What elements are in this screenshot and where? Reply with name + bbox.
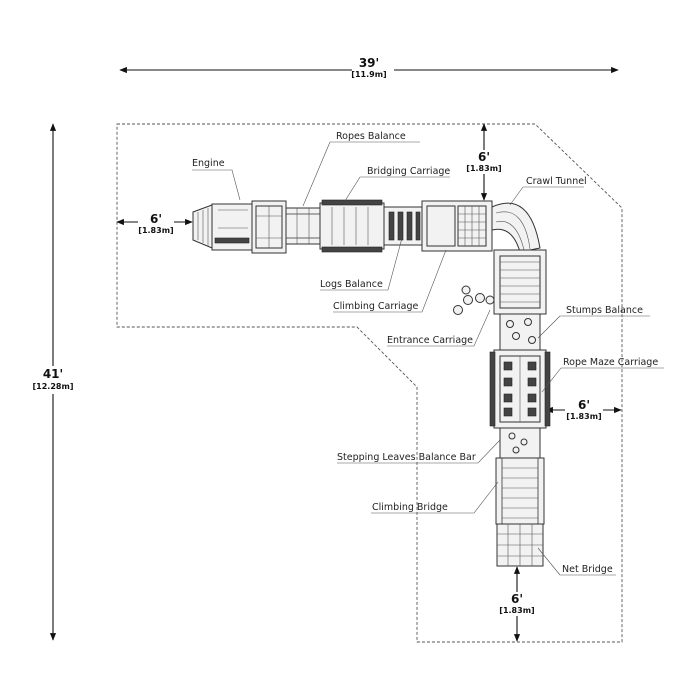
label-engine: Engine: [192, 158, 225, 169]
clear-top-ft: 6': [478, 150, 490, 164]
label-entrance-carriage: Entrance Carriage: [387, 335, 473, 346]
clear-left-dimension: 6' [1.83m]: [116, 212, 193, 236]
label-logs-balance: Logs Balance: [320, 279, 383, 290]
clear-left-ft: 6': [150, 212, 162, 226]
clear-top-m: [1.83m]: [466, 164, 501, 173]
leader-lines: [192, 141, 664, 576]
label-stumps-balance: Stumps Balance: [566, 305, 643, 316]
width-m: [11.9m]: [351, 70, 386, 79]
clear-right-m: [1.83m]: [566, 412, 601, 421]
safety-zone-boundary: [116, 123, 623, 643]
clear-bottom-dimension: 6' [1.83m]: [499, 566, 537, 642]
clear-right-dimension: 6' [1.83m]: [545, 398, 622, 422]
vertical-train: [489, 249, 551, 567]
width-dimension: 39' [11.9m]: [119, 56, 619, 80]
label-ropes-balance: Ropes Balance: [336, 131, 406, 142]
crawl-tunnel-shape: [491, 202, 541, 253]
label-crawl-tunnel: Crawl Tunnel: [526, 176, 587, 187]
stepping-stones: [453, 285, 495, 315]
clear-bottom-m: [1.83m]: [499, 606, 534, 615]
label-climbing-bridge: Climbing Bridge: [372, 502, 448, 513]
label-rope-maze-carriage: Rope Maze Carriage: [563, 357, 658, 368]
label-bridging-carriage: Bridging Carriage: [367, 166, 450, 177]
width-ft: 39': [359, 56, 379, 70]
height-dimension: 41' [12.28m]: [30, 123, 76, 641]
clear-left-m: [1.83m]: [138, 226, 173, 235]
height-ft: 41': [43, 367, 63, 381]
clear-bottom-ft: 6': [511, 592, 523, 606]
horizontal-train: [192, 199, 493, 254]
label-net-bridge: Net Bridge: [562, 564, 613, 575]
clear-top-dimension: 6' [1.83m]: [466, 123, 502, 201]
label-climbing-carriage: Climbing Carriage: [333, 301, 418, 312]
height-m: [12.28m]: [33, 382, 74, 391]
label-stepping-leaves: Stepping Leaves Balance Bar: [337, 452, 476, 463]
clear-right-ft: 6': [578, 398, 590, 412]
